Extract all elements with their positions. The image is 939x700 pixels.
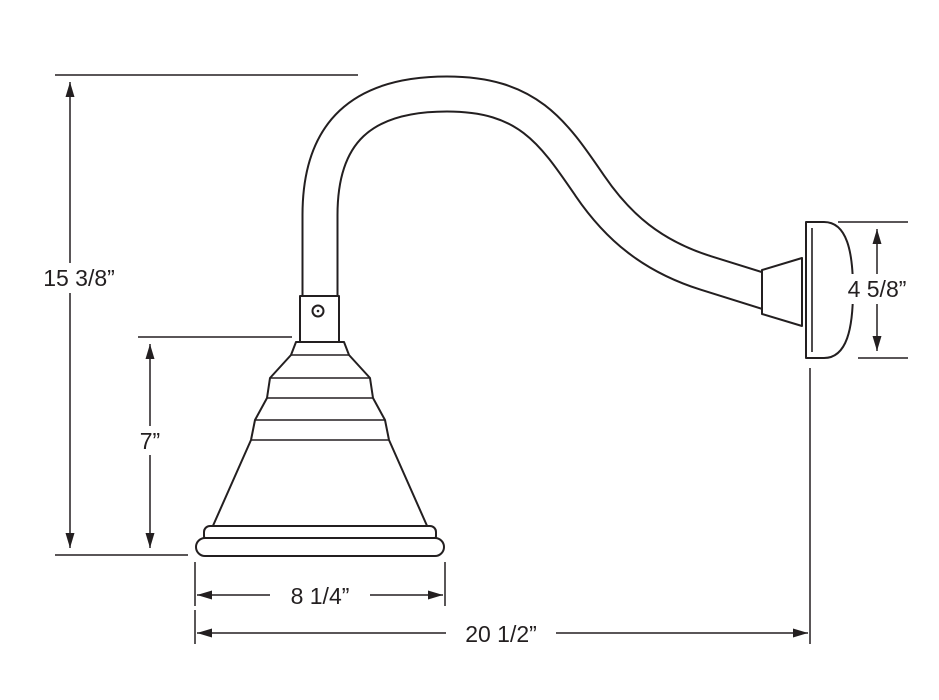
overall-height-label: 15 3/8”: [43, 265, 115, 291]
dimension-label-background: [130, 426, 170, 455]
shade-height-label: 7”: [140, 428, 160, 454]
dimension-label-background: [446, 619, 556, 648]
knuckle-body: [299, 295, 340, 345]
canopy-height-label: 4 5/8”: [848, 276, 907, 302]
gooseneck-arm-body: [303, 77, 775, 312]
pivot-screw-center: [316, 309, 320, 313]
shade-rim-lower: [195, 537, 445, 557]
dimension-label-background: [270, 581, 370, 610]
dimension-label-background: [28, 263, 130, 293]
shade-diameter-label: 8 1/4”: [291, 583, 350, 609]
barn-shade: [195, 341, 445, 557]
shade-rim: [195, 525, 445, 557]
dim-canopy-height: 4 5/8”: [838, 221, 913, 359]
shade-profile: [211, 341, 429, 529]
dim-shade-height: 7”: [130, 336, 292, 548]
overall-projection-label: 20 1/2”: [465, 621, 537, 647]
dim-overall-height: 15 3/8”: [28, 74, 358, 556]
mount-stem: [761, 257, 803, 327]
gooseneck-arm: [301, 75, 776, 312]
dimension-label-background: [841, 274, 913, 304]
dim-overall-projection: 20 1/2”: [194, 368, 811, 648]
swivel-knuckle: [299, 295, 340, 345]
dim-shade-diameter: 8 1/4”: [194, 562, 446, 610]
